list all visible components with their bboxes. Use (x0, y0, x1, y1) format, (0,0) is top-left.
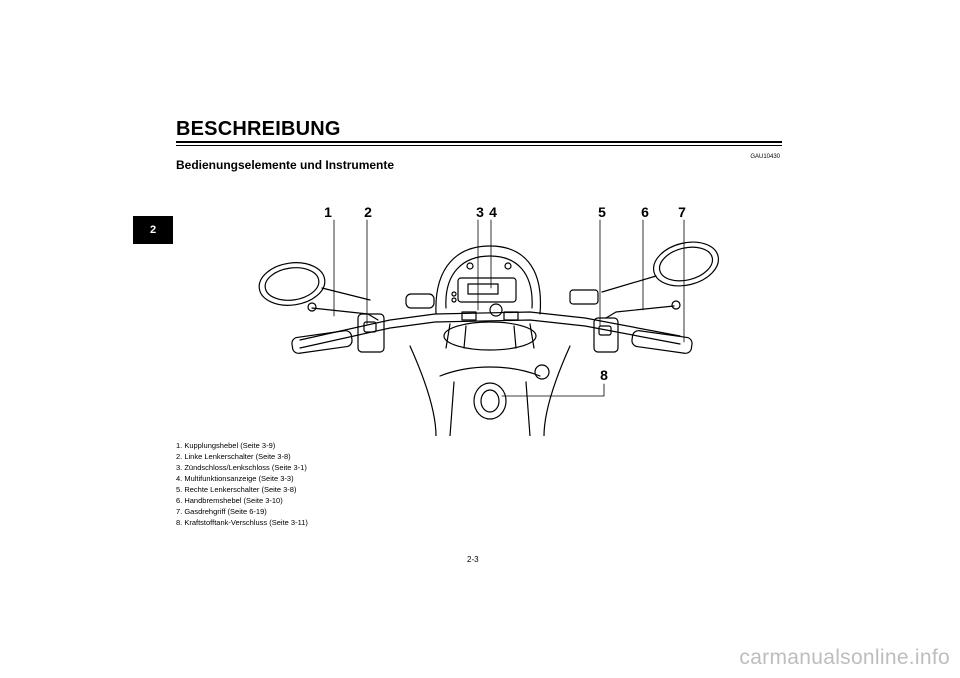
legend-item: 7. Gasdrehgriff (Seite 6-19) (176, 507, 267, 516)
clamps (405, 289, 599, 321)
callout-2: 2 (364, 204, 372, 220)
page-subtitle: Bedienungselemente und Instrumente (176, 158, 395, 172)
left-mirror (258, 262, 371, 306)
header-rule-thin (176, 145, 782, 146)
callout-5: 5 (598, 204, 606, 220)
fuel-tank (409, 345, 571, 436)
legend-item: 6. Handbremshebel (Seite 3-10) (176, 496, 283, 505)
callout-lines (333, 219, 685, 397)
callout-3: 3 (476, 204, 484, 220)
document-code: GAU10430 (750, 154, 780, 160)
legend-item: 1. Kupplungshebel (Seite 3-9) (176, 441, 276, 450)
callout-8: 8 (600, 367, 608, 383)
legend-item: 5. Rechte Lenkerschalter (Seite 3-8) (176, 485, 297, 494)
handlebar (291, 311, 693, 354)
fork (443, 321, 537, 351)
callout-4: 4 (489, 204, 497, 220)
header-rule-thick (176, 141, 782, 143)
legend-item: 3. Zündschloss/Lenkschloss (Seite 3-1) (176, 463, 307, 472)
legend-item: 2. Linke Lenkerschalter (Seite 3-8) (176, 452, 291, 461)
callout-7: 7 (678, 204, 686, 220)
section-title: BESCHREIBUNG (176, 118, 341, 140)
page-number: 2-3 (467, 555, 479, 564)
chapter-tab: 2 (133, 216, 173, 244)
callout-numbers: 1 2 3 4 5 6 7 8 (324, 204, 686, 383)
right-mirror (601, 241, 720, 293)
switch-housings (357, 313, 619, 353)
instrument-cluster (435, 245, 542, 315)
callout-1: 1 (324, 204, 332, 220)
watermark: carmanualsonline.info (739, 646, 950, 669)
figure-legend: 1. Kupplungshebel (Seite 3-9) 2. Linke L… (176, 440, 308, 528)
legend-item: 4. Multifunktionsanzeige (Seite 3-3) (176, 474, 294, 483)
callout-6: 6 (641, 204, 649, 220)
legend-item: 8. Kraftstofftank-Verschluss (Seite 3-11… (176, 518, 308, 527)
handlebar-illustration: 1 2 3 4 5 6 7 8 (258, 204, 720, 436)
